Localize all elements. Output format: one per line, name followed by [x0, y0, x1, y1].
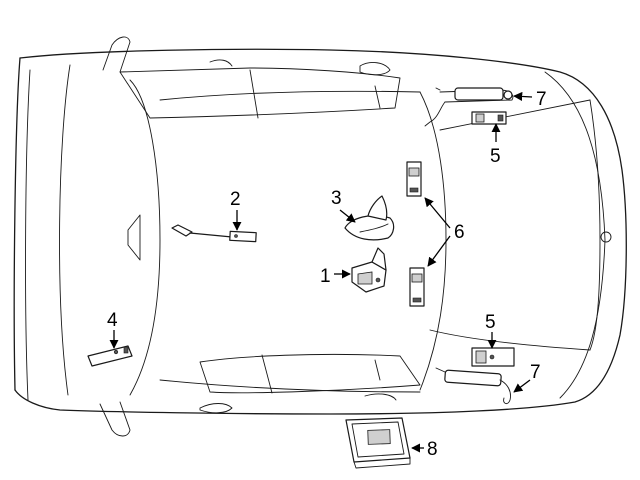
callout-1: 1: [320, 266, 331, 287]
part-7-antenna-cable-harness-lower[interactable]: [435, 367, 511, 405]
callout-5-upper: 5: [490, 146, 501, 167]
callout-2: 2: [230, 189, 241, 210]
part-8-control-module[interactable]: [345, 417, 411, 469]
part-6-antenna-module-upper[interactable]: [406, 161, 422, 197]
callout-6: 6: [454, 222, 465, 243]
part-6-antenna-module-lower[interactable]: [409, 267, 425, 307]
callout-labels: 1 2 3 4 5 5 6 7 7 8: [107, 89, 547, 460]
callout-3: 3: [331, 188, 342, 209]
part-5-amplifier-module-lower[interactable]: [471, 347, 515, 367]
part-1-antenna-base[interactable]: [351, 247, 387, 293]
callout-7-lower: 7: [530, 362, 541, 383]
callout-8: 8: [427, 439, 438, 460]
part-4-amplifier-module[interactable]: [87, 345, 133, 367]
vehicle-outline: [13, 36, 627, 437]
callout-7-upper: 7: [536, 89, 547, 110]
callout-5-lower: 5: [485, 312, 496, 333]
part-2-antenna-cable[interactable]: [171, 224, 257, 243]
part-3-shark-fin-antenna[interactable]: [344, 195, 395, 241]
part-7-antenna-cable-harness-upper[interactable]: [424, 87, 514, 127]
part-5-amplifier-module-upper[interactable]: [471, 111, 507, 125]
callout-4: 4: [107, 310, 118, 331]
callout-arrows: [109, 91, 533, 453]
